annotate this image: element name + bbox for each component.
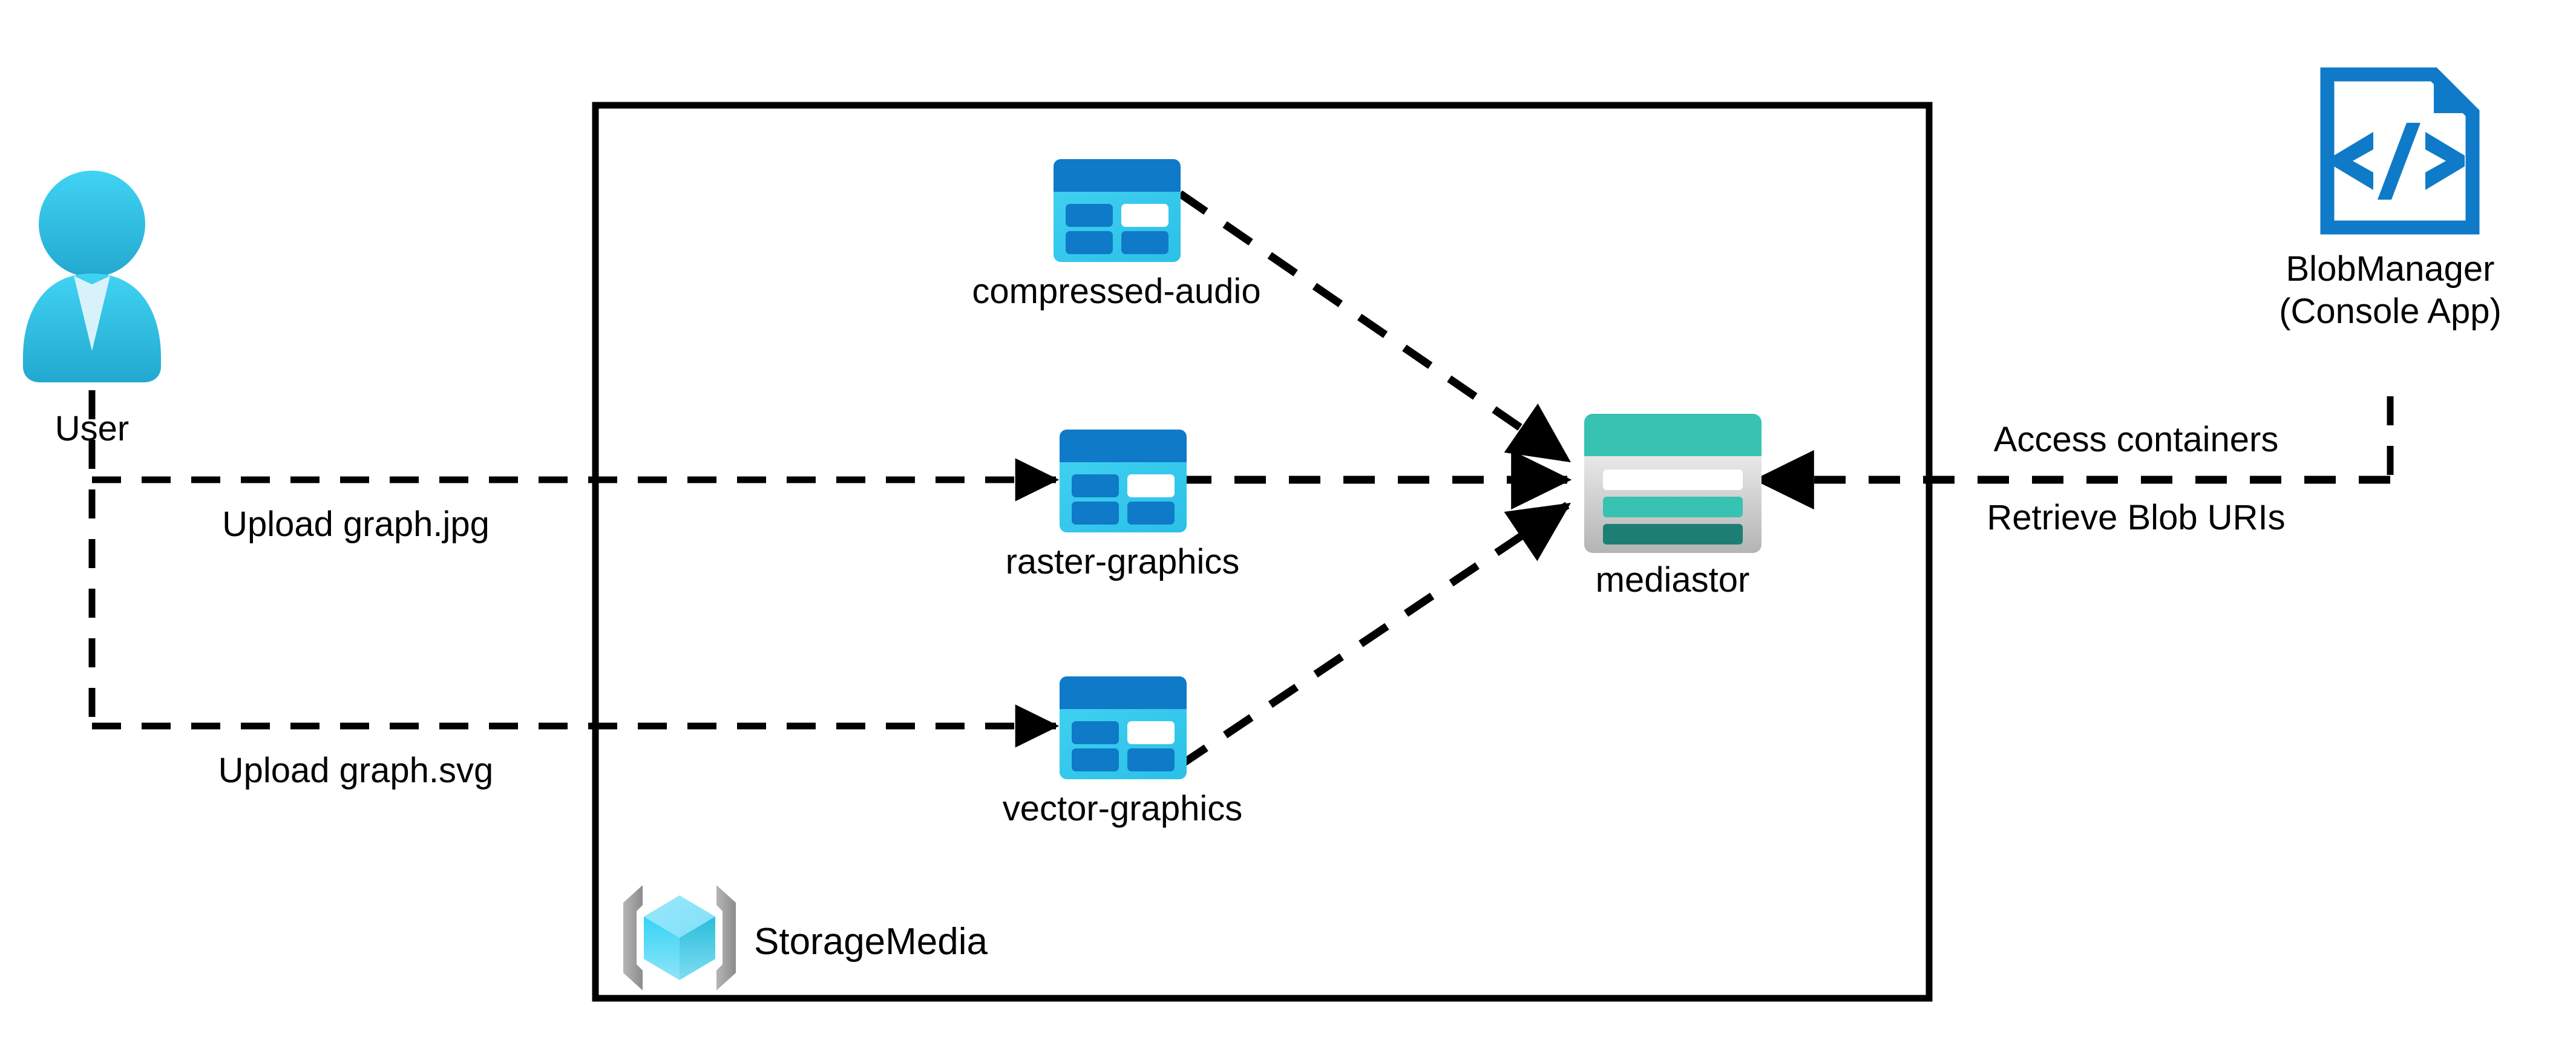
user-label: User (54, 409, 129, 448)
edge-label-upload-graph-svg: Upload graph.svg (218, 751, 494, 790)
blob-container-icon-vector-graphics (1060, 676, 1187, 779)
blob-container-icon-raster-graphics (1060, 430, 1187, 532)
edge-label-retrieve-blob-uris: Retrieve Blob URIs (1987, 498, 2286, 537)
blobmanager-label: BlobManager (Console App) (2279, 248, 2502, 332)
edge-compressed-audio-to-mediastor (1178, 190, 1571, 463)
blob-container-icon-compressed-audio (1054, 159, 1181, 262)
container-label-raster-graphics: raster-graphics (1005, 542, 1240, 581)
code-file-icon (2320, 67, 2480, 235)
storage-account-label-mediastor: mediastor (1595, 560, 1750, 600)
resource-group-boundary (592, 102, 1933, 1002)
edge-vector-graphics-to-mediastor (1178, 502, 1571, 769)
storage-account-icon-mediastor (1584, 414, 1762, 553)
blobmanager-label-line2: (Console App) (2279, 291, 2502, 331)
user-icon (23, 171, 161, 382)
blobmanager-label-line1: BlobManager (2286, 249, 2495, 289)
container-label-compressed-audio: compressed-audio (972, 272, 1261, 311)
resource-group-label: StorageMedia (754, 921, 988, 963)
resource-group-icon (623, 885, 736, 990)
edge-label-upload-graph-jpg: Upload graph.jpg (222, 505, 490, 544)
container-label-vector-graphics: vector-graphics (1002, 789, 1243, 828)
edge-label-access-containers: Access containers (1993, 420, 2279, 459)
